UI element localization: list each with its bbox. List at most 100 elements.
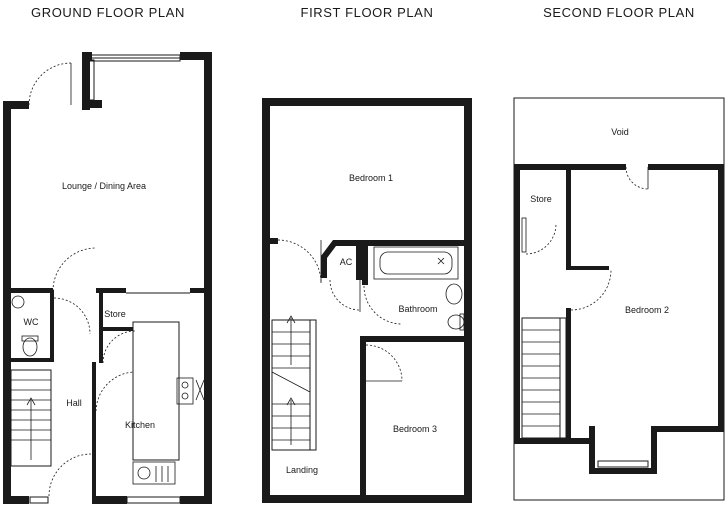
ground-floor-title: GROUND FLOOR PLAN — [31, 5, 185, 20]
first-bath-tap — [437, 257, 445, 265]
room-bedroom-2: Bedroom 2 — [625, 305, 669, 315]
first-bedroom3-wall — [360, 336, 366, 496]
first-bathroom-wall-bottom — [362, 336, 472, 342]
first-bedroom3-door-swing — [365, 344, 403, 382]
ground-front-door-glass — [29, 496, 49, 504]
ground-front-door-swing — [48, 453, 92, 497]
first-toilet — [447, 314, 465, 330]
first-wall-bottom — [262, 495, 472, 503]
ground-stair-arrow-head — [26, 397, 36, 406]
first-stair-break — [271, 371, 311, 393]
ground-store-wall-bottom — [99, 327, 133, 331]
first-bathroom-wall-left — [362, 240, 368, 285]
second-wall-bottom-left — [514, 438, 594, 444]
first-floor-title: FIRST FLOOR PLAN — [301, 5, 434, 20]
ground-wall-right — [204, 52, 212, 504]
second-store-wall — [566, 168, 571, 270]
ground-wc-toilet — [22, 337, 38, 357]
room-ac: AC — [340, 257, 353, 267]
second-dormer-left — [589, 426, 595, 474]
first-ac-side-wall — [356, 240, 362, 280]
first-stair-arrow-head — [286, 315, 296, 324]
second-store-shelf — [521, 217, 527, 253]
ground-lounge-wall-end — [190, 288, 212, 293]
first-ac-door-swing — [329, 279, 361, 311]
ground-wall-top-left — [3, 101, 29, 109]
second-wall-top-left — [514, 164, 626, 170]
ground-sink — [132, 461, 176, 485]
ground-wall-bay-side — [82, 52, 90, 110]
second-void-door-swing — [625, 166, 649, 190]
ground-wc-cistern — [21, 335, 39, 342]
first-bedroom1-door-swing — [277, 239, 322, 284]
ground-lounge-wall-right — [96, 288, 126, 293]
ground-patio-door-swing — [28, 62, 72, 106]
ground-lounge-door-swing — [52, 247, 97, 292]
ground-wc-wall-right — [50, 290, 54, 360]
ground-floor-plan: Lounge / Dining Area WC Store Hall Kitch… — [3, 52, 212, 504]
ground-hob-ring — [181, 392, 189, 400]
ground-wall-bay-step — [82, 100, 102, 108]
room-void: Void — [611, 127, 629, 137]
first-stair-rail — [309, 319, 317, 451]
second-floor-plan: Void Store Bedroom 2 — [513, 97, 725, 501]
room-hall: Hall — [66, 398, 82, 408]
ground-wc-door-swing — [53, 297, 91, 335]
first-window-bedroom1-left — [284, 98, 318, 106]
first-bathroom-wall-top — [362, 240, 472, 246]
room-bedroom-1: Bedroom 1 — [349, 173, 393, 183]
first-wall-top — [262, 98, 472, 106]
first-stair-arrow-head — [286, 397, 296, 406]
first-bath — [373, 246, 459, 280]
ground-kitchen-door-swing — [95, 371, 135, 412]
ground-sink-bowl — [137, 466, 151, 480]
second-wall-bottom-right — [651, 426, 724, 432]
room-kitchen: Kitchen — [125, 420, 155, 430]
ground-lounge-wall-left — [3, 288, 53, 293]
second-bedroom2-wall — [566, 308, 571, 438]
ground-wc-basin — [11, 295, 25, 309]
second-dormer-bottom — [589, 468, 657, 474]
ground-wc-wall-bottom — [3, 358, 54, 362]
second-dormer-right — [651, 426, 657, 474]
room-lounge-dining: Lounge / Dining Area — [62, 181, 146, 191]
first-floor-plan: Bedroom 1 AC Bathroom Landing Bedroom 3 — [262, 98, 472, 503]
first-wall-left — [262, 98, 270, 503]
room-bathroom: Bathroom — [398, 304, 437, 314]
room-store-second: Store — [530, 194, 552, 204]
first-bathroom-door-swing — [363, 285, 403, 325]
first-toilet-cistern — [459, 313, 465, 331]
first-basin — [445, 283, 463, 305]
first-bedroom1-wall-left — [262, 238, 278, 244]
ground-side-window — [87, 59, 95, 101]
second-wall-top-right — [648, 164, 724, 170]
ground-kitchen-wall — [92, 362, 96, 502]
ground-wall-left — [3, 101, 11, 504]
ground-wall-bottom-far — [180, 496, 212, 504]
second-floor-title: SECOND FLOOR PLAN — [543, 5, 695, 20]
first-bath-inner — [379, 251, 453, 275]
ground-store-door-swing — [102, 330, 136, 364]
second-dormer-window — [597, 460, 649, 468]
first-window-bedroom1-right — [404, 98, 438, 106]
first-window-landing — [308, 495, 342, 503]
second-wall-left — [514, 164, 520, 444]
room-landing: Landing — [286, 465, 318, 475]
first-wall-right — [464, 98, 472, 503]
first-window-bedroom3 — [397, 495, 439, 503]
room-store-ground: Store — [104, 309, 126, 319]
ground-hob-ring — [181, 381, 189, 389]
ground-wall-bottom-right — [92, 496, 127, 504]
ground-wall-top-right — [180, 52, 212, 60]
ground-kitchen-units — [132, 321, 180, 461]
second-wall-right — [718, 164, 724, 432]
ground-wall-bottom-left — [3, 496, 29, 504]
ground-kitchen-window — [126, 496, 181, 504]
room-wc: WC — [24, 317, 39, 327]
ground-stairs — [10, 369, 52, 467]
room-bedroom-3: Bedroom 3 — [393, 424, 437, 434]
second-store-door-swing — [525, 223, 557, 255]
second-stair-rail — [559, 317, 567, 439]
ground-worktop-mark — [195, 379, 205, 401]
